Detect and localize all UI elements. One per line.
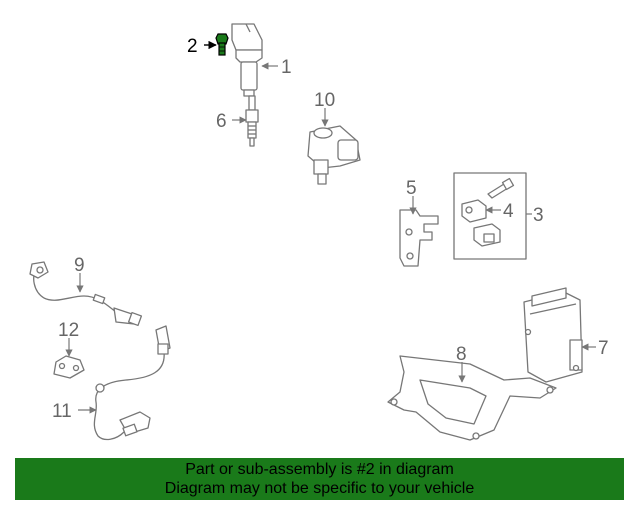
callout-10-label[interactable]: 10 xyxy=(314,90,335,111)
callout-1-label[interactable]: 1 xyxy=(281,57,292,78)
part-7-ecu-module[interactable] xyxy=(523,287,583,383)
part-12-bracket[interactable] xyxy=(53,355,85,379)
callout-12-label[interactable]: 12 xyxy=(58,320,79,341)
parts-diagram: 2 1 6 10 5 xyxy=(29,23,609,441)
callout-9-label[interactable]: 9 xyxy=(74,255,85,276)
callout-4-label[interactable]: 4 xyxy=(503,201,514,222)
callout-11-label[interactable]: 11 xyxy=(52,401,72,422)
callout-5-label[interactable]: 5 xyxy=(406,178,417,199)
callout-6-label[interactable]: 6 xyxy=(216,111,227,132)
callout-3-label[interactable]: 3 xyxy=(533,205,544,226)
part-10-sensor[interactable] xyxy=(307,125,361,185)
part-8-ecu-bracket[interactable] xyxy=(387,355,557,441)
part-5-bracket[interactable] xyxy=(399,209,439,267)
part-9-wired-sensor[interactable] xyxy=(29,261,143,327)
part-3-kit-box[interactable] xyxy=(453,172,527,260)
part-2-bolt[interactable] xyxy=(215,33,229,56)
part-1-ignition-coil[interactable] xyxy=(231,23,263,97)
part-6-spark-plug[interactable] xyxy=(245,95,259,147)
kit-bolt xyxy=(487,177,515,199)
callout-8-label[interactable]: 8 xyxy=(456,344,467,365)
part-4-relay[interactable] xyxy=(461,199,487,223)
callout-2-label[interactable]: 2 xyxy=(187,36,198,57)
banner-line-2: Diagram may not be specific to your vehi… xyxy=(164,480,475,497)
kit-connector xyxy=(473,223,501,247)
callout-7-label[interactable]: 7 xyxy=(598,338,609,359)
banner-line-1: Part or sub-assembly is #2 in diagram xyxy=(185,461,454,478)
info-banner: Part or sub-assembly is #2 in diagram Di… xyxy=(15,458,624,500)
part-11-sensor-harness[interactable] xyxy=(93,325,171,441)
